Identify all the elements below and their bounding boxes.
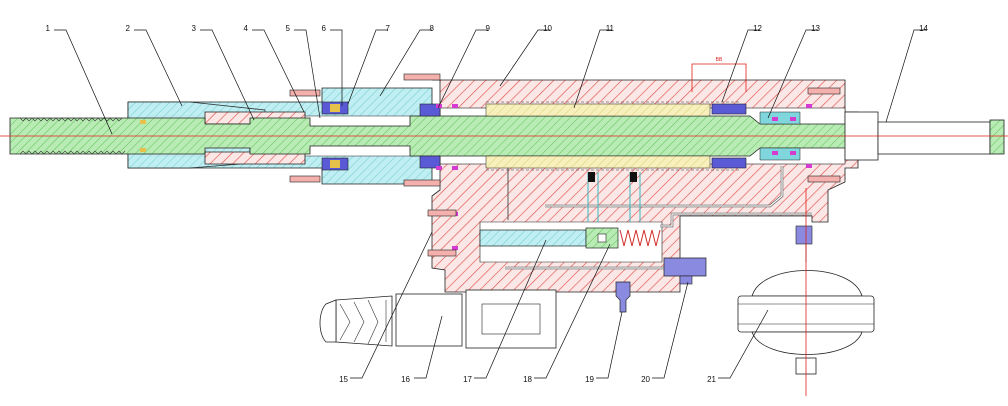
leader-lines	[54, 29, 926, 379]
callout-20: 20	[641, 375, 650, 384]
callout-16: 16	[401, 375, 410, 384]
callout-13: 13	[811, 24, 820, 33]
callout-21: 21	[707, 375, 716, 384]
fittings	[615, 225, 813, 313]
dimension-mark: BB	[691, 57, 747, 92]
callout-1: 1	[46, 24, 51, 33]
callout-8: 8	[430, 24, 435, 33]
piston-chamber	[485, 101, 740, 171]
callout-7: 7	[386, 24, 391, 33]
valve-spool	[479, 227, 661, 249]
callout-2: 2	[126, 24, 131, 33]
callout-6: 6	[322, 24, 327, 33]
handwheel-motor	[319, 289, 557, 349]
callout-19: 19	[585, 375, 594, 384]
dimension-label: BB	[716, 57, 723, 63]
callout-15: 15	[339, 375, 348, 384]
callout-5: 5	[286, 24, 291, 33]
callout-17: 17	[463, 375, 472, 384]
callout-3: 3	[192, 24, 197, 33]
callout-9: 9	[486, 24, 491, 33]
callout-18: 18	[523, 375, 532, 384]
callout-14: 14	[919, 24, 928, 33]
centerlines	[0, 135, 1008, 396]
bolts	[289, 73, 841, 257]
callout-10: 10	[543, 24, 552, 33]
callout-11: 11	[606, 24, 615, 33]
callout-4: 4	[244, 24, 249, 33]
callout-12: 12	[753, 24, 762, 33]
